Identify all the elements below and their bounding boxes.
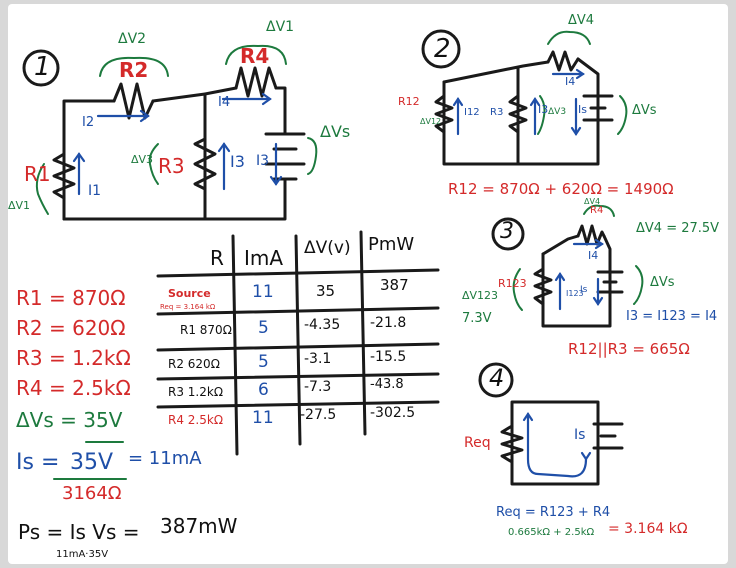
c3-dv123-val: 7.3V [462, 311, 492, 326]
row-r1-current: 5 [258, 318, 269, 338]
c3-dv4-val: ΔV4 = 27.5V [636, 221, 720, 236]
dvs-label: ΔVs [320, 122, 351, 141]
i4-label: I4 [218, 95, 231, 110]
circuit-1-wires [22, 44, 318, 221]
c4-req-label: Req [464, 435, 491, 451]
given-ps: Ps = Is Vs = [18, 520, 140, 544]
c4-equation2-right: = 3.164 kΩ [608, 521, 688, 537]
c3-is-label: Is [580, 285, 588, 295]
i1-label: I1 [88, 183, 102, 199]
circuit-2-number-circle [421, 29, 461, 69]
c3-dvs-label: ΔVs [650, 275, 675, 290]
dv1-left-label: ΔV1 [8, 199, 31, 212]
c2-r12-label: R12 [398, 95, 420, 108]
row-r3-voltage: -7.3 [304, 379, 332, 395]
header-current: ImA [244, 246, 284, 270]
c2-dvs-label: ΔVs [632, 103, 657, 118]
header-power: PmW [368, 234, 415, 255]
circuit-4-wires [478, 362, 624, 486]
c3-r4-label: R4 [590, 205, 604, 216]
row-r2-current: 5 [258, 352, 269, 372]
dv1-label: ΔV1 [266, 19, 295, 35]
r2-label: R2 [119, 58, 149, 82]
r4-label: R4 [240, 44, 270, 68]
row-r2-power: -15.5 [370, 349, 407, 365]
circuit-4-number: 4 [489, 364, 505, 392]
c3-i123-label: I123 [566, 289, 584, 298]
row-r3-power: -43.8 [370, 377, 404, 392]
circuit-3-wires [491, 204, 644, 328]
c4-is-label: Is [574, 427, 586, 443]
row-r1-power: -21.8 [370, 315, 407, 331]
c3-equation: R12||R3 = 665Ω [568, 340, 690, 358]
row-r1-voltage: -4.35 [304, 317, 341, 333]
c3-r123-label: R123 [498, 277, 527, 290]
c4-equation1: Req = R123 + R4 [496, 505, 611, 520]
given-r2: R2 = 620Ω [16, 316, 126, 340]
circuit-4-number-circle [478, 362, 514, 398]
c2-equation: R12 = 870Ω + 620Ω = 1490Ω [448, 180, 674, 198]
circuit-3-number: 3 [500, 219, 514, 244]
given-is-rhs: = 11mA [128, 448, 202, 469]
given-r4: R4 = 2.5kΩ [16, 376, 131, 400]
c2-dv4-label: ΔV4 [568, 13, 595, 28]
given-dvs: ΔVs = 35V [16, 408, 123, 432]
row-r1-label: R1 870Ω [180, 323, 232, 337]
row-r2-voltage: -3.1 [304, 351, 332, 367]
given-r3: R3 = 1.2kΩ [16, 346, 131, 370]
given-r1: R1 = 870Ω [16, 286, 126, 310]
given-is-den: 3164Ω [62, 483, 122, 504]
given-ps-next: 11mA·35V [56, 549, 109, 560]
row-r3-current: 6 [258, 380, 269, 400]
c3-i4-label: I4 [588, 249, 599, 262]
row-source-sub: Req = 3.164 kΩ [160, 303, 216, 311]
c3-dv4-label: ΔV4 [584, 197, 601, 206]
c2-i3-label: I3 [538, 103, 549, 116]
r3-label: R3 [158, 154, 185, 178]
header-voltage: ΔV(v) [304, 238, 351, 258]
i2-label: I2 [82, 115, 95, 130]
circuit-1-number: 1 [34, 52, 51, 82]
row-r2-label: R2 620Ω [168, 357, 220, 371]
c3-current-eq: I3 = I123 = I4 [626, 309, 718, 324]
row-r3-label: R3 1.2kΩ [168, 385, 223, 399]
dv2-label: ΔV2 [118, 31, 147, 47]
circuit-2-wires [421, 29, 628, 166]
isrc-label: I3 [256, 153, 270, 169]
given-is-lhs: Is = [16, 450, 60, 475]
circuit-drawings [22, 29, 644, 486]
header-r: R [210, 246, 224, 270]
circuit-1-number-circle [22, 49, 60, 87]
row-r4-power: -302.5 [370, 405, 416, 421]
c2-i12-label: I12 [464, 107, 480, 118]
row-r4-voltage: -27.5 [300, 407, 337, 423]
given-ps-val: 387mW [160, 514, 238, 538]
c2-i4-label: I4 [565, 75, 576, 88]
c2-dv3-label: ΔV3 [548, 107, 567, 117]
row-source-voltage: 35 [316, 282, 336, 300]
whiteboard: 1 ΔV2 R2 I2 ΔV1 R4 I4 R1 I1 ΔV1 ΔV3 R3 I… [8, 4, 728, 564]
c2-dv12-label: ΔV12 [420, 117, 442, 126]
circuit-3-number-circle [491, 217, 525, 251]
c2-r3-label: R3 [490, 107, 504, 118]
dv3-label: ΔV3 [131, 153, 154, 166]
i3-label: I3 [230, 152, 245, 171]
row-r4-current: 11 [252, 408, 274, 428]
row-source-power: 387 [380, 276, 409, 294]
c4-equation2-left: 0.665kΩ + 2.5kΩ [508, 527, 595, 538]
c3-dv123-label: ΔV123 [462, 289, 499, 302]
r1-label: R1 [24, 162, 51, 186]
table-grid [156, 230, 440, 456]
c2-is-label: Is [578, 103, 587, 116]
circuit-2-number: 2 [434, 34, 451, 64]
row-source-label: Source [168, 287, 211, 300]
given-is-num: 35V [70, 450, 114, 475]
row-source-current: 11 [252, 282, 274, 302]
row-r4-label: R4 2.5kΩ [168, 413, 223, 427]
